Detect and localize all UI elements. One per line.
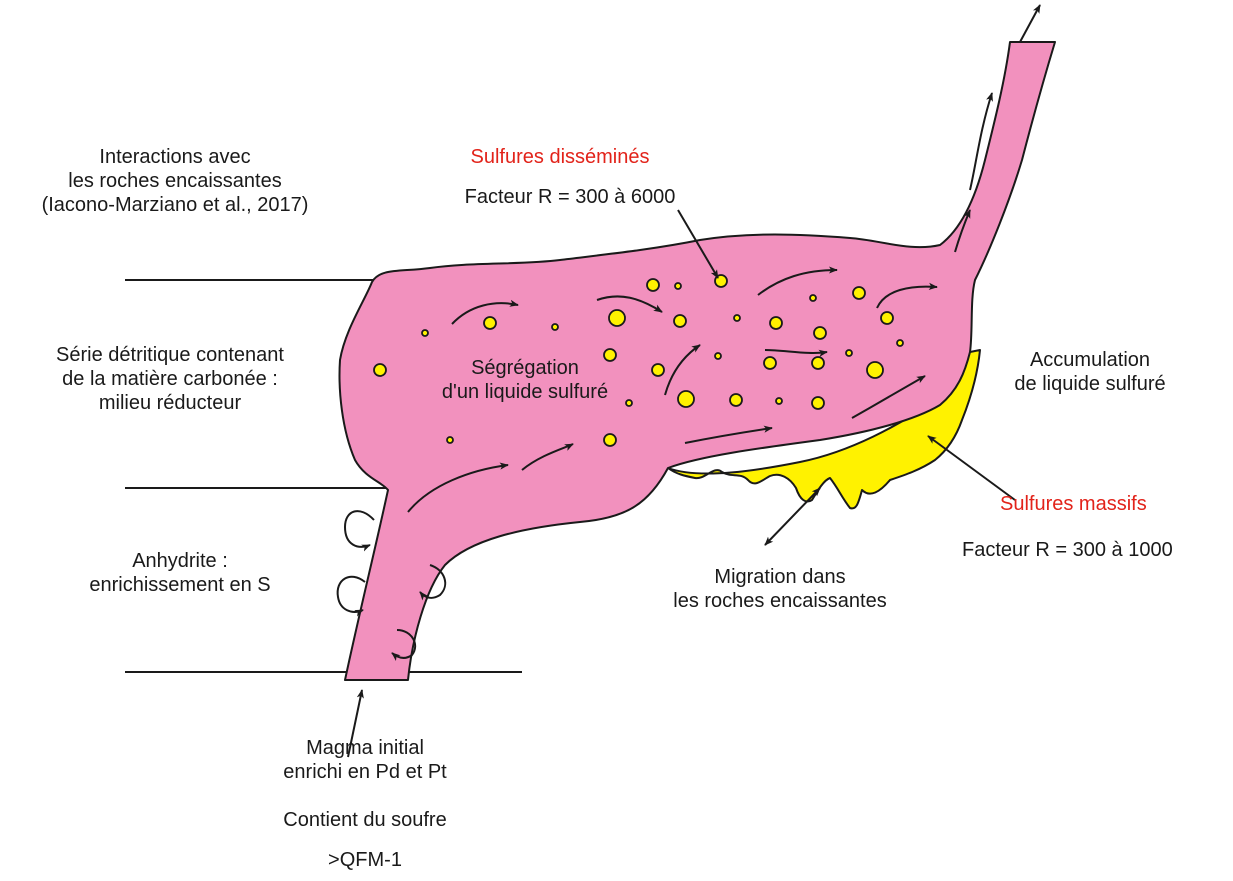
segregation-label: Ségrégation d'un liquide sulfuré <box>400 356 650 404</box>
detrital-series-label: Série détritique contenant de la matière… <box>10 343 330 415</box>
initial-magma-line-1: Magma initial <box>240 736 490 760</box>
segregation-line-2: d'un liquide sulfuré <box>400 380 650 404</box>
sulfide-droplet <box>770 317 782 329</box>
sulfide-droplet <box>652 364 664 376</box>
detrital-line-1: Série détritique contenant <box>10 343 330 367</box>
disseminated-sulfides-title: Sulfures disséminés <box>420 145 700 169</box>
anhydrite-line-1: Anhydrite : <box>55 549 305 573</box>
interactions-line-1: Interactions avec <box>5 145 345 169</box>
sulfide-droplet <box>730 394 742 406</box>
sulfide-droplet <box>422 330 428 336</box>
pointer-arrow-massive <box>928 436 1015 500</box>
sulfide-droplet <box>609 310 625 326</box>
sulfide-droplet <box>604 434 616 446</box>
anhydrite-label: Anhydrite : enrichissement en S <box>55 549 305 597</box>
segregation-line-1: Ségrégation <box>400 356 650 380</box>
sulfur-content-label: Contient du soufre <box>240 808 490 832</box>
massive-r-factor: Facteur R = 300 à 1000 <box>962 538 1173 562</box>
anhydrite-line-2: enrichissement en S <box>55 573 305 597</box>
qfm-label: >QFM-1 <box>240 848 490 872</box>
sulfide-droplet <box>897 340 903 346</box>
interactions-line-3: (Iacono-Marziano et al., 2017) <box>5 193 345 217</box>
pointer-arrow-exit <box>1020 5 1040 42</box>
migration-line-1: Migration dans <box>640 565 920 589</box>
curl-arrow <box>345 511 374 547</box>
sulfide-droplet <box>881 312 893 324</box>
sulfide-droplet <box>814 327 826 339</box>
sulfide-droplet <box>764 357 776 369</box>
migration-label: Migration dans les roches encaissantes <box>640 565 920 613</box>
sulfide-droplet <box>674 315 686 327</box>
sulfide-droplet <box>734 315 740 321</box>
accumulation-line-2: de liquide sulfuré <box>980 372 1200 396</box>
accumulation-label: Accumulation de liquide sulfuré <box>980 348 1200 396</box>
sulfide-droplet <box>812 357 824 369</box>
detrital-line-2: de la matière carbonée : <box>10 367 330 391</box>
interactions-label: Interactions avec les roches encaissante… <box>5 145 345 217</box>
initial-magma-line-2: enrichi en Pd et Pt <box>240 760 490 784</box>
disseminated-r-factor: Facteur R = 300 à 6000 <box>420 185 720 209</box>
migration-line-2: les roches encaissantes <box>640 589 920 613</box>
sulfide-droplet <box>675 283 681 289</box>
sulfide-droplet <box>812 397 824 409</box>
sulfide-droplet <box>647 279 659 291</box>
accumulation-line-1: Accumulation <box>980 348 1200 372</box>
sulfide-droplet <box>678 391 694 407</box>
interactions-line-2: les roches encaissantes <box>5 169 345 193</box>
sulfide-droplet <box>552 324 558 330</box>
sulfide-droplet <box>374 364 386 376</box>
sulfide-droplet <box>867 362 883 378</box>
sulfide-droplet <box>846 350 852 356</box>
sulfide-droplet <box>447 437 453 443</box>
sulfide-droplet <box>484 317 496 329</box>
sulfide-droplet <box>715 353 721 359</box>
massive-sulfides-title: Sulfures massifs <box>1000 492 1147 516</box>
initial-magma-label: Magma initial enrichi en Pd et Pt <box>240 736 490 784</box>
sulfide-droplet <box>776 398 782 404</box>
sulfide-droplet <box>853 287 865 299</box>
pointer-arrow-migration <box>765 488 820 545</box>
detrital-line-3: milieu réducteur <box>10 391 330 415</box>
sulfide-droplet <box>810 295 816 301</box>
